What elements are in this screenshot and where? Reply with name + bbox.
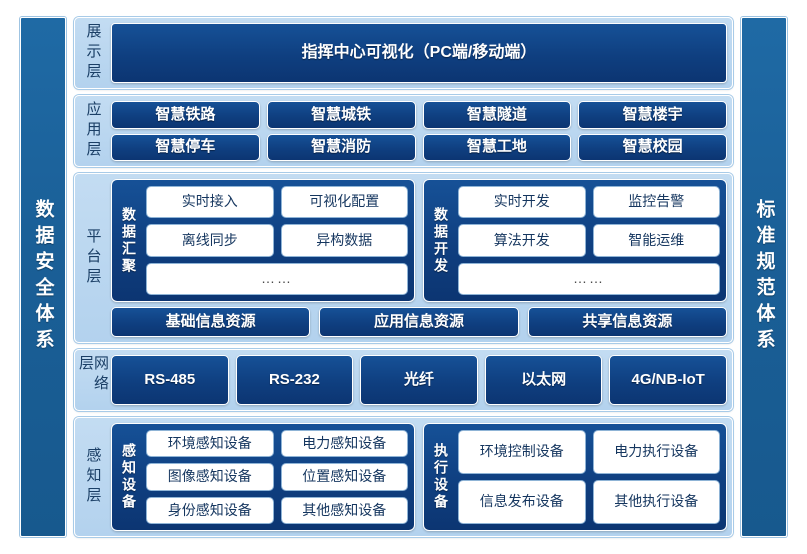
application-row-2: 智慧停车 智慧消防 智慧工地 智慧校园 <box>111 133 727 161</box>
layer-label-sense: 感知层 <box>84 447 102 507</box>
layer-application: 应用层 智慧铁路 智慧城铁 智慧隧道 智慧楼宇 智慧停车 智慧消防 智慧工地 智… <box>74 95 733 167</box>
block-rs232[interactable]: RS-232 <box>235 355 354 405</box>
group-data-development: 数据开发 实时开发 监控告警 算法开发 智能运维 …… <box>423 179 727 302</box>
layer-platform: 平台层 数据汇聚 实时接入 可视化配置 离线同步 异 <box>74 173 733 343</box>
block-smart-firefighting[interactable]: 智慧消防 <box>266 133 416 161</box>
block-smart-metro[interactable]: 智慧城铁 <box>266 101 416 129</box>
pillar-data-security: 数据安全体系 <box>20 17 66 537</box>
block-app-info-resource[interactable]: 应用信息资源 <box>319 307 519 337</box>
block-smart-construction[interactable]: 智慧工地 <box>422 133 572 161</box>
block-ethernet[interactable]: 以太网 <box>484 355 603 405</box>
item-power-execution[interactable]: 电力执行设备 <box>592 430 720 474</box>
item-aggregation-more[interactable]: …… <box>146 262 408 295</box>
block-smart-campus[interactable]: 智慧校园 <box>578 133 727 161</box>
item-realtime-development[interactable]: 实时开发 <box>458 186 586 219</box>
item-monitoring-alarm[interactable]: 监控告警 <box>592 186 720 219</box>
item-other-sensing[interactable]: 其他感知设备 <box>280 496 408 524</box>
sensing-line-1: 环境感知设备 电力感知设备 <box>146 430 408 458</box>
execution-line-2: 信息发布设备 其他执行设备 <box>458 480 720 524</box>
layer-body-network: RS-485 RS-232 光纤 以太网 4G/NB-IoT <box>111 355 727 405</box>
development-line-3: …… <box>458 262 720 295</box>
block-command-center-visualization[interactable]: 指挥中心可视化（PC端/移动端） <box>111 23 727 83</box>
group-execution-devices: 执行设备 环境控制设备 电力执行设备 信息发布设备 其他执行设备 <box>423 423 727 531</box>
item-intelligent-ops[interactable]: 智能运维 <box>592 224 720 257</box>
execution-line-1: 环境控制设备 电力执行设备 <box>458 430 720 474</box>
group-grid-execution-devices: 环境控制设备 电力执行设备 信息发布设备 其他执行设备 <box>458 430 720 524</box>
item-offline-sync[interactable]: 离线同步 <box>146 224 274 257</box>
layer-body-platform: 数据汇聚 实时接入 可视化配置 离线同步 异构数据 …… <box>111 179 727 337</box>
block-smart-tunnel[interactable]: 智慧隧道 <box>422 101 572 129</box>
block-smart-parking[interactable]: 智慧停车 <box>111 133 260 161</box>
item-other-execution[interactable]: 其他执行设备 <box>592 480 720 524</box>
sensing-line-2: 图像感知设备 位置感知设备 <box>146 463 408 491</box>
item-heterogeneous-data[interactable]: 异构数据 <box>280 224 408 257</box>
item-environment-sensing[interactable]: 环境感知设备 <box>146 430 274 458</box>
application-row-1: 智慧铁路 智慧城铁 智慧隧道 智慧楼宇 <box>111 101 727 129</box>
layer-stack: 展示层 指挥中心可视化（PC端/移动端） 应用层 智慧铁路 智慧城铁 智慧隧道 … <box>74 17 733 537</box>
item-development-more[interactable]: …… <box>458 262 720 295</box>
layer-label-display: 展示层 <box>84 23 102 83</box>
aggregation-line-2: 离线同步 异构数据 <box>146 224 408 257</box>
group-sensing-devices: 感知设备 环境感知设备 电力感知设备 图像感知设备 位置感知设备 身份感知设备 <box>111 423 415 531</box>
layer-body-display: 指挥中心可视化（PC端/移动端） <box>111 23 727 83</box>
group-grid-sensing-devices: 环境感知设备 电力感知设备 图像感知设备 位置感知设备 身份感知设备 其他感知设… <box>146 430 408 524</box>
item-visual-configuration[interactable]: 可视化配置 <box>280 186 408 219</box>
block-smart-railway[interactable]: 智慧铁路 <box>111 101 260 129</box>
block-basic-info-resource[interactable]: 基础信息资源 <box>111 307 311 337</box>
layer-label-network: 网络层 <box>77 355 109 395</box>
layer-body-application: 智慧铁路 智慧城铁 智慧隧道 智慧楼宇 智慧停车 智慧消防 智慧工地 智慧校园 <box>111 101 727 161</box>
item-image-sensing[interactable]: 图像感知设备 <box>146 463 274 491</box>
sensing-line-3: 身份感知设备 其他感知设备 <box>146 496 408 524</box>
layer-label-platform: 平台层 <box>84 228 102 288</box>
network-row: RS-485 RS-232 光纤 以太网 4G/NB-IoT <box>111 355 727 405</box>
layer-display: 展示层 指挥中心可视化（PC端/移动端） <box>74 17 733 89</box>
development-line-2: 算法开发 智能运维 <box>458 224 720 257</box>
block-shared-info-resource[interactable]: 共享信息资源 <box>527 307 727 337</box>
pillar-standard-specification: 标准规范体系 <box>741 17 787 537</box>
group-grid-data-development: 实时开发 监控告警 算法开发 智能运维 …… <box>458 186 720 295</box>
layer-sense: 感知层 感知设备 环境感知设备 电力感知设备 图像感知设备 位置感知设备 <box>74 417 733 537</box>
block-smart-building[interactable]: 智慧楼宇 <box>578 101 727 129</box>
group-label-execution-devices: 执行设备 <box>433 443 449 511</box>
item-identity-sensing[interactable]: 身份感知设备 <box>146 496 274 524</box>
item-realtime-ingest[interactable]: 实时接入 <box>146 186 274 219</box>
group-label-data-development: 数据开发 <box>433 206 449 275</box>
block-4g-nbiot[interactable]: 4G/NB-IoT <box>609 355 727 405</box>
block-rs485[interactable]: RS-485 <box>111 355 229 405</box>
platform-groups: 数据汇聚 实时接入 可视化配置 离线同步 异构数据 …… <box>111 179 727 302</box>
block-fiber[interactable]: 光纤 <box>360 355 478 405</box>
layer-body-sense: 感知设备 环境感知设备 电力感知设备 图像感知设备 位置感知设备 身份感知设备 <box>111 423 727 531</box>
item-info-publishing[interactable]: 信息发布设备 <box>458 480 586 524</box>
layer-network: 网络层 RS-485 RS-232 光纤 以太网 4G/NB-IoT <box>74 349 733 411</box>
aggregation-line-1: 实时接入 可视化配置 <box>146 186 408 219</box>
item-algorithm-development[interactable]: 算法开发 <box>458 224 586 257</box>
item-position-sensing[interactable]: 位置感知设备 <box>280 463 408 491</box>
group-label-sensing-devices: 感知设备 <box>121 443 137 511</box>
group-grid-data-aggregation: 实时接入 可视化配置 离线同步 异构数据 …… <box>146 186 408 295</box>
item-power-sensing[interactable]: 电力感知设备 <box>280 430 408 458</box>
group-label-data-aggregation: 数据汇聚 <box>121 206 137 275</box>
development-line-1: 实时开发 监控告警 <box>458 186 720 219</box>
group-data-aggregation: 数据汇聚 实时接入 可视化配置 离线同步 异构数据 …… <box>111 179 415 302</box>
platform-resources: 基础信息资源 应用信息资源 共享信息资源 <box>111 307 727 337</box>
layer-label-application: 应用层 <box>84 101 102 161</box>
item-environment-control[interactable]: 环境控制设备 <box>458 430 586 474</box>
aggregation-line-3: …… <box>146 262 408 295</box>
